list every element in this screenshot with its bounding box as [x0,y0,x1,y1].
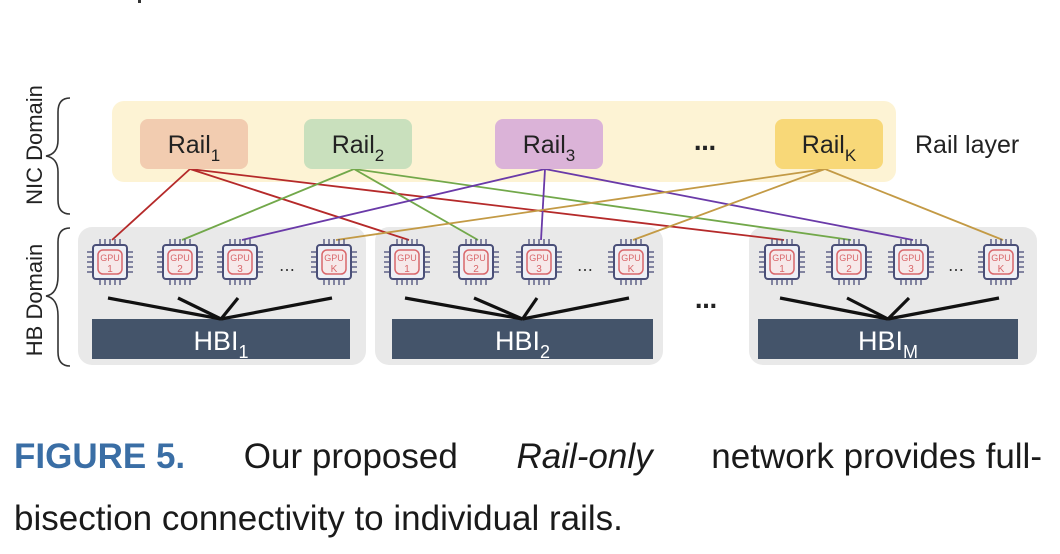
nvlink-line [177,296,222,321]
gpu-label: GPU [170,253,190,263]
nic-domain-brace [45,97,71,215]
rail-2: Rail2 [304,119,412,169]
rail-box [775,119,883,169]
gpu-label: GPU [529,253,549,263]
figure-caption: FIGURE 5. Our proposed Rail-only network… [14,426,1042,550]
caption-word-pre: Our proposed [243,437,458,476]
rail-link-2 [181,168,355,241]
gpu-index: 2 [473,264,479,275]
rail-link-3 [241,168,546,241]
nvlink-line [522,296,630,321]
gpu-ellipsis: … [279,256,295,275]
nvlink-line [779,296,889,321]
hbi-bar [392,319,653,359]
nvlink-line [886,296,911,321]
hb-group-ellipsis: … [695,289,717,314]
gpu-index: 1 [107,264,113,275]
gpu-index: 2 [177,264,183,275]
rail-only-network-diagram: NIC Domain HB Domain Rail layer HBI1…HBI… [22,85,1037,367]
gpu-index: 1 [404,264,410,275]
rail-link-2 [353,168,852,241]
nvlink-line [220,296,333,321]
nic-domain-label: NIC Domain [22,85,47,205]
hb-group-3: HBIM… [749,227,1037,365]
gpu-index: K [628,264,635,275]
rail-box [495,119,603,169]
caption-line-2: bisection connectivity to individual rai… [14,499,623,538]
gpu-index: 3 [237,264,243,275]
gpu-label: GPU [466,253,486,263]
nvlink-line [107,296,222,321]
rail-box [140,119,248,169]
nvlink-line [887,296,1000,321]
gpu-label: GPU [230,253,250,263]
rail-link-1 [189,168,785,241]
gpu-index: 1 [779,264,785,275]
gpu-ellipsis: … [948,256,964,275]
rail-link-k [824,168,1004,241]
rail-layer-label: Rail layer [915,131,1019,159]
hb-group-2: HBI2… [375,227,663,365]
rail-link-k [335,168,826,241]
hbi-bar [92,319,350,359]
gpu-index: 2 [846,264,852,275]
gpu-label: GPU [991,253,1011,263]
gpu-ellipsis: … [577,256,593,275]
rail-link-1 [189,168,410,241]
gpu-label: GPU [772,253,792,263]
rail-link-1 [111,168,191,241]
rail-link-3 [540,168,546,241]
rail-ellipsis: … [694,131,716,156]
hbi-bar [758,319,1018,359]
gpu-index: 3 [908,264,914,275]
hb-group-1: HBI1… [78,227,366,365]
gpu-index: 3 [536,264,542,275]
gpu-label: GPU [397,253,417,263]
cropped-text-fragment [138,0,141,3]
gpu-label: GPU [901,253,921,263]
gpu-label: GPU [100,253,120,263]
gpu-label: GPU [621,253,641,263]
caption-italic-term: Rail-only [516,437,653,476]
gpu-index: K [331,264,338,275]
nvlink-line [846,296,889,321]
caption-word-post: network provides full- [711,437,1042,476]
nvlink-line [219,296,240,321]
gpu-index: K [998,264,1005,275]
hb-domain-label: HB Domain [22,244,47,356]
rail-link-k [632,168,826,241]
gpu-label: GPU [839,253,859,263]
rail-link-2 [353,168,479,241]
gpu-label: GPU [324,253,344,263]
nvlink-line [521,297,539,320]
hb-domain-brace [45,227,71,367]
rail-1: Rail1 [140,119,248,169]
figure-label: FIGURE 5. [14,437,186,476]
rail-3: Rail3 [495,119,603,169]
rail-k: RailK [775,119,883,169]
nvlink-line [404,296,523,321]
nvlink-line [473,296,524,321]
rail-box [304,119,412,169]
